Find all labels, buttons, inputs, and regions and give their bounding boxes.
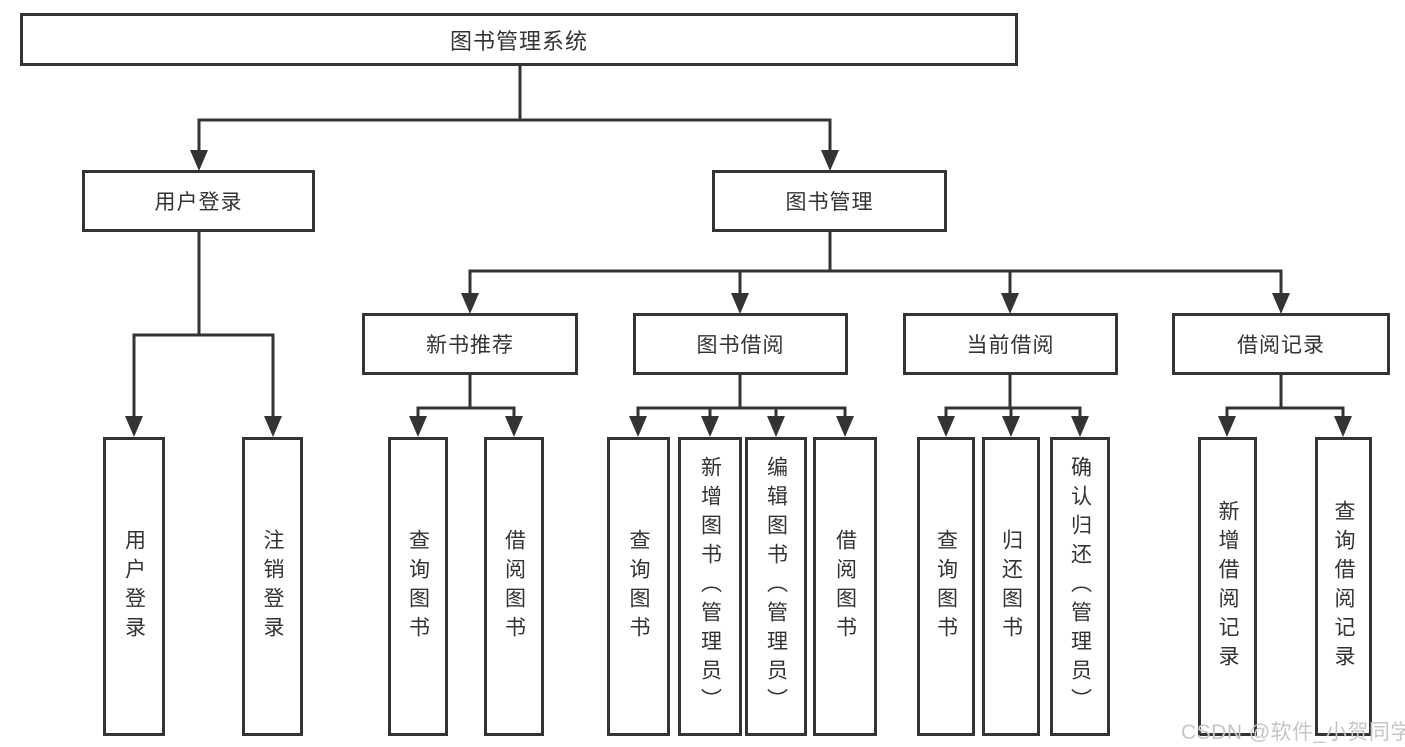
leaf-query-books-borrow: 查询图书 [607,437,670,736]
node-label: 借阅记录 [1237,334,1325,357]
leaf-query-books-current: 查询图书 [917,437,975,736]
node-label: 当前借阅 [966,334,1055,357]
leaf-add-borrow-record: 新增借阅记录 [1198,437,1257,736]
leaf-borrow-books-recommend: 借阅图书 [484,437,544,736]
node-user-login: 用户登录 [82,170,315,232]
csdn-watermark: CSDN @软件_小贺同学 [1181,721,1405,744]
leaf-borrow-books: 借阅图书 [813,437,877,736]
node-label: 图书管理 [785,191,874,214]
arrowheads [125,150,1352,437]
node-borrow-records: 借阅记录 [1172,313,1390,375]
node-label: 注销登录 [261,528,284,645]
node-label: 查询图书 [934,528,958,645]
node-label: 编辑图书（管理员） [764,456,788,717]
node-book-management: 图书管理 [712,170,947,232]
node-label: 新增借阅记录 [1216,499,1239,674]
leaf-query-books-recommend: 查询图书 [388,437,448,736]
node-label: 查询图书 [627,528,650,645]
node-current-borrow: 当前借阅 [903,313,1118,375]
node-label: 用户登录 [154,191,243,214]
node-label: 图书借阅 [696,334,785,357]
node-label: 查询借阅记录 [1332,499,1355,674]
node-label: 图书管理系统 [449,28,588,54]
node-label: 查询图书 [406,528,430,645]
node-library-management-system: 图书管理系统 [20,13,1018,66]
node-label: 借阅图书 [833,528,857,645]
node-book-borrow: 图书借阅 [633,313,848,375]
node-label: 确认归还（管理员） [1068,456,1092,717]
leaf-add-books-admin: 新增图书（管理员） [678,437,742,736]
node-label: 新书推荐 [426,334,514,357]
node-new-book-recommend: 新书推荐 [362,313,578,375]
node-label: 归还图书 [999,528,1023,645]
leaf-user-login: 用户登录 [103,437,165,736]
node-label: 借阅图书 [502,528,526,645]
leaf-edit-books-admin: 编辑图书（管理员） [745,437,807,736]
leaf-logout: 注销登录 [242,437,303,736]
node-label: 新增图书（管理员） [698,456,722,717]
leaf-return-books: 归还图书 [982,437,1040,736]
leaf-query-borrow-record: 查询借阅记录 [1315,437,1372,736]
node-label: 用户登录 [122,528,146,645]
leaf-confirm-return-admin: 确认归还（管理员） [1050,437,1110,736]
